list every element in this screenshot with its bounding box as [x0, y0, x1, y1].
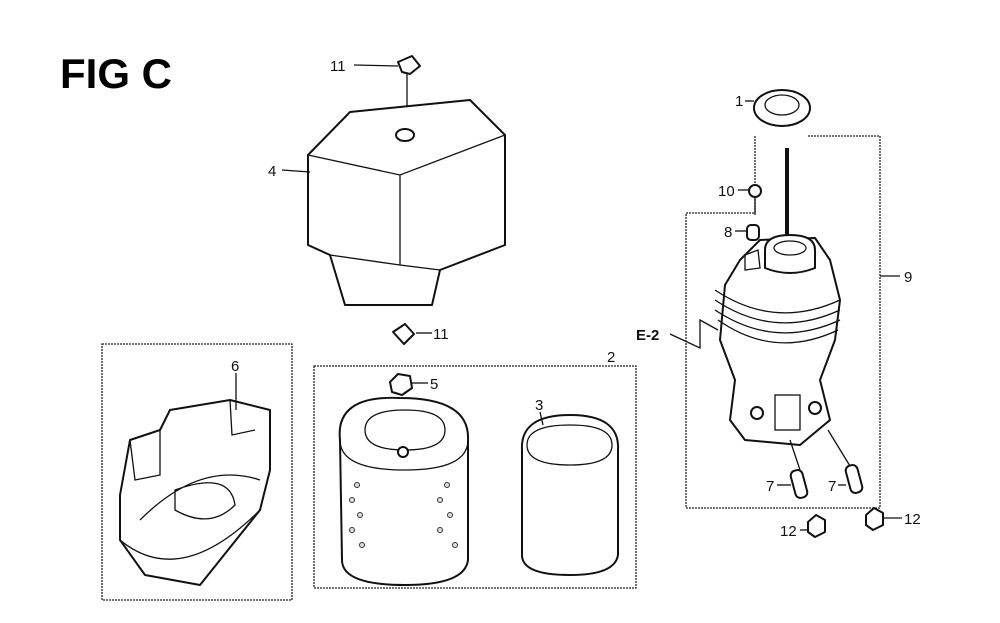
figure-title: FIG C	[60, 50, 172, 97]
air-cleaner-cover-part	[307, 99, 506, 306]
callout-10: 10	[718, 183, 735, 200]
wing-nut-part	[397, 55, 421, 75]
callout-7-right: 7	[828, 478, 836, 495]
callout-8: 8	[724, 224, 732, 241]
callout-5: 5	[430, 376, 438, 393]
wing-nut-part-2	[392, 323, 415, 345]
callout-11-bottom: 11	[433, 326, 449, 343]
air-cleaner-elbow-part	[714, 148, 841, 446]
nut-part	[865, 507, 884, 531]
air-cleaner-case-part	[119, 399, 271, 586]
callout-12-right: 12	[904, 511, 921, 528]
pin-part	[844, 464, 864, 494]
group-box-2	[313, 365, 637, 589]
nut-part	[807, 514, 826, 538]
group-box-6	[101, 343, 293, 601]
collar-part	[746, 224, 760, 241]
callout-6: 6	[231, 358, 239, 375]
air-filter-element-part	[338, 396, 470, 586]
pin-part	[789, 469, 809, 499]
reference-label-e2: E-2	[636, 327, 659, 344]
callout-7-left: 7	[766, 478, 774, 495]
foam-filter-part	[520, 414, 620, 576]
gasket-ring-part	[753, 89, 811, 127]
callout-9: 9	[904, 269, 912, 286]
bolt-part	[748, 184, 762, 215]
callout-3: 3	[535, 397, 543, 414]
callout-4: 4	[268, 163, 276, 180]
callout-12-left: 12	[780, 523, 797, 540]
reference-arrow	[669, 318, 719, 350]
callout-2: 2	[607, 349, 615, 366]
callout-11-top: 11	[330, 58, 346, 75]
callout-1: 1	[735, 93, 743, 110]
seal-nut-part	[389, 373, 413, 396]
